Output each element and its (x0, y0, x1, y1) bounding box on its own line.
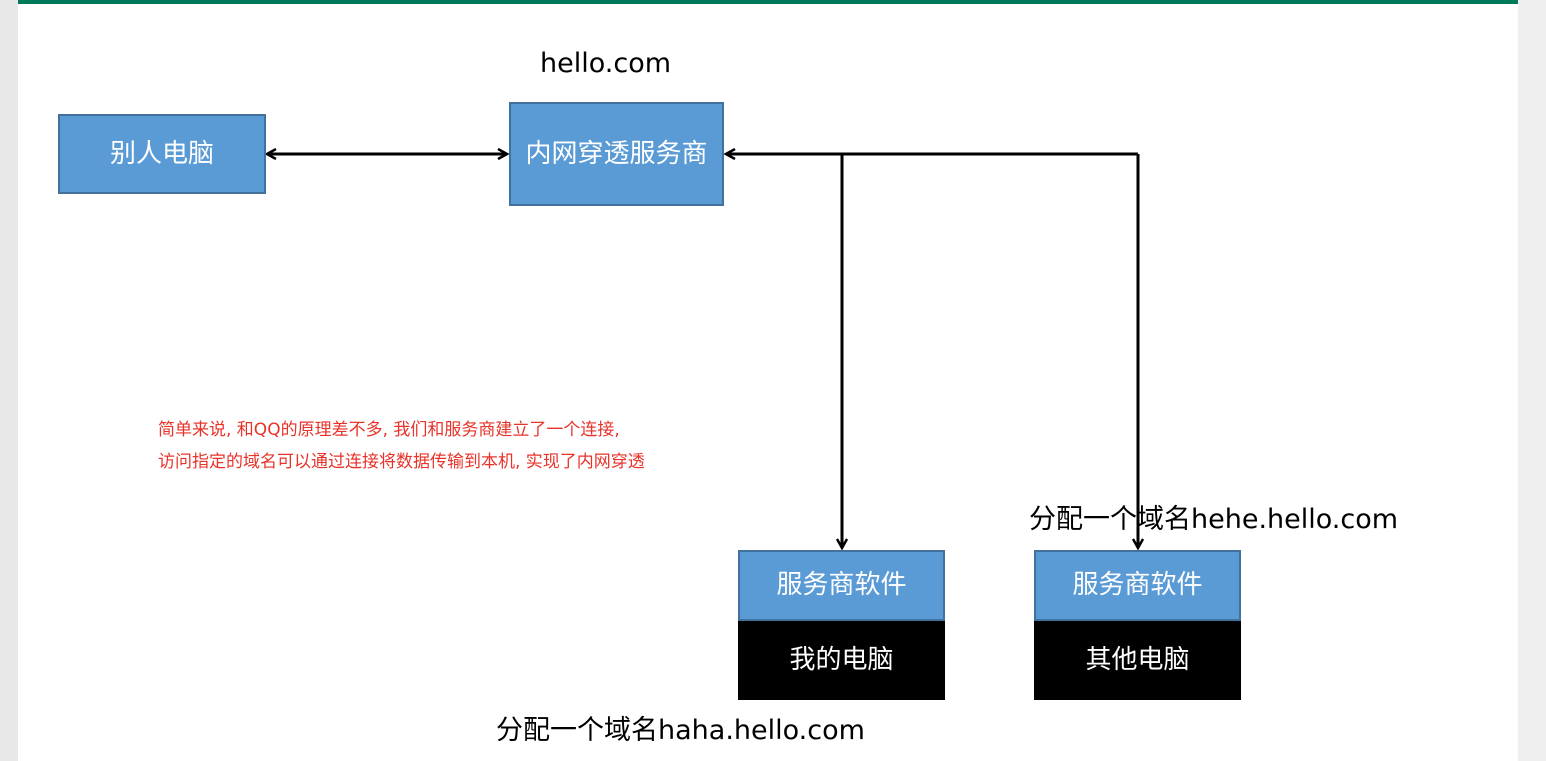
my-computer-box: 我的电脑 (738, 621, 945, 700)
others-computer-box: 别人电脑 (58, 114, 266, 194)
provider-software-box-1: 服务商软件 (738, 550, 945, 621)
right-gutter (1518, 0, 1546, 761)
other-computer-box: 其他电脑 (1034, 621, 1241, 700)
top-accent-bar (18, 0, 1518, 4)
explanation-note: 简单来说, 和QQ的原理差不多, 我们和服务商建立了一个连接, 访问指定的域名可… (158, 414, 645, 478)
hehe-domain-label: 分配一个域名hehe.hello.com (1029, 504, 1399, 535)
provider-software-box-2: 服务商软件 (1034, 550, 1241, 621)
top-domain-label: hello.com (540, 48, 672, 79)
haha-domain-label: 分配一个域名haha.hello.com (496, 715, 865, 746)
note-line-1: 简单来说, 和QQ的原理差不多, 我们和服务商建立了一个连接, (158, 420, 620, 440)
note-line-2: 访问指定的域名可以通过连接将数据传输到本机, 实现了内网穿透 (158, 452, 645, 472)
tunnel-provider-box: 内网穿透服务商 (509, 102, 724, 206)
